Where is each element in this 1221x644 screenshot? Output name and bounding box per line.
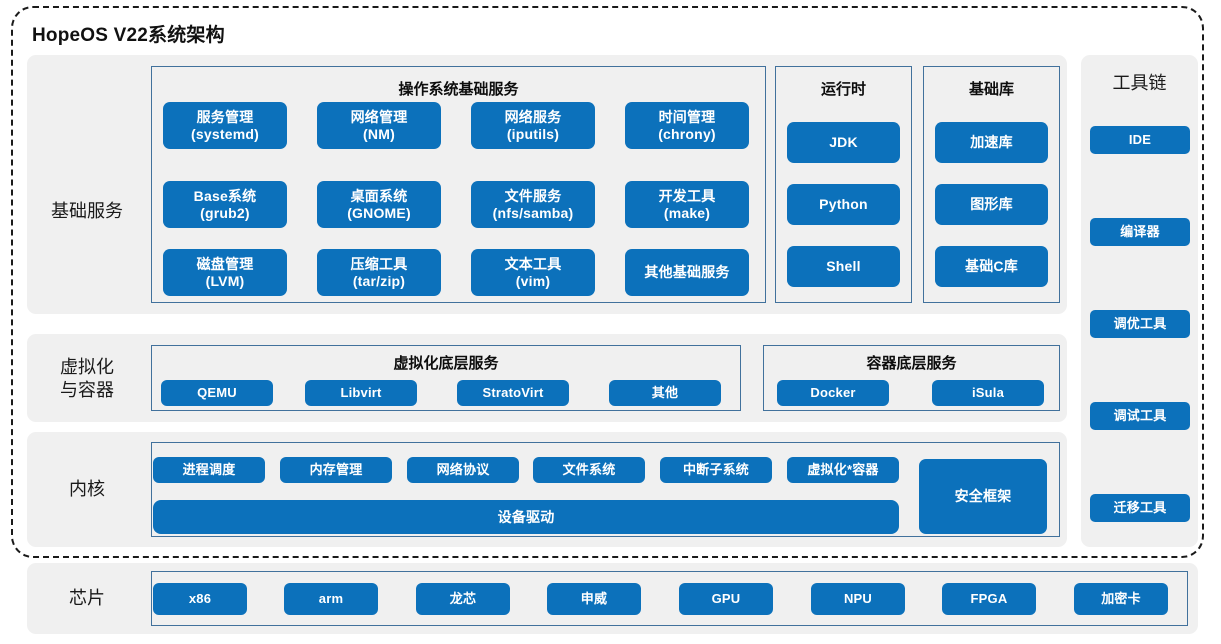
chip-desktop-system[interactable]: 桌面系统 (GNOME) (317, 181, 441, 228)
chip-compiler[interactable]: 编译器 (1090, 218, 1190, 246)
chip-docker[interactable]: Docker (777, 380, 889, 406)
chip-tuning-tools[interactable]: 调优工具 (1090, 310, 1190, 338)
panel-os-basic-services-title: 操作系统基础服务 (398, 81, 519, 98)
panel-runtime-title: 运行时 (820, 81, 866, 98)
chip-network-protocol[interactable]: 网络协议 (407, 457, 519, 483)
section-hardware-chip-label: 芯片 (69, 588, 105, 608)
chip-arm[interactable]: arm (284, 583, 378, 615)
chip-sunway[interactable]: 申威 (547, 583, 641, 615)
chip-interrupt-subsystem[interactable]: 中断子系统 (660, 457, 772, 483)
chip-loongson[interactable]: 龙芯 (416, 583, 510, 615)
chip-other-basic-services[interactable]: 其他基础服务 (625, 249, 749, 296)
page-title: HopeOS V22系统架构 (32, 25, 225, 46)
panel-virtualization-title: 虚拟化底层服务 (393, 355, 499, 372)
chip-file-service[interactable]: 文件服务 (nfs/samba) (471, 181, 595, 228)
panel-container-title: 容器底层服务 (866, 355, 957, 372)
chip-file-system[interactable]: 文件系统 (533, 457, 645, 483)
chip-shell[interactable]: Shell (787, 246, 900, 287)
chip-security-framework[interactable]: 安全框架 (919, 459, 1047, 534)
chip-dev-tools[interactable]: 开发工具 (make) (625, 181, 749, 228)
chip-compression-tools[interactable]: 压缩工具 (tar/zip) (317, 249, 441, 296)
chip-virt-other[interactable]: 其他 (609, 380, 721, 406)
section-toolchain-title: 工具链 (1112, 73, 1167, 93)
chip-memory-management[interactable]: 内存管理 (280, 457, 392, 483)
chip-x86[interactable]: x86 (153, 583, 247, 615)
chip-stratovirt[interactable]: StratoVirt (457, 380, 569, 406)
chip-jdk[interactable]: JDK (787, 122, 900, 163)
chip-virt-container[interactable]: 虚拟化*容器 (787, 457, 899, 483)
section-virtualization-label: 虚拟化 与容器 (60, 357, 114, 400)
chip-network-service[interactable]: 网络服务 (iputils) (471, 102, 595, 149)
chip-base-system[interactable]: Base系统 (grub2) (163, 181, 287, 228)
section-kernel-label: 内核 (69, 479, 105, 499)
chip-fpga[interactable]: FPGA (942, 583, 1036, 615)
chip-debug-tools[interactable]: 调试工具 (1090, 402, 1190, 430)
chip-python[interactable]: Python (787, 184, 900, 225)
chip-ide[interactable]: IDE (1090, 126, 1190, 154)
chip-process-scheduling[interactable]: 进程调度 (153, 457, 265, 483)
chip-qemu[interactable]: QEMU (161, 380, 273, 406)
chip-network-management[interactable]: 网络管理 (NM) (317, 102, 441, 149)
chip-gpu[interactable]: GPU (679, 583, 773, 615)
chip-crypto-card[interactable]: 加密卡 (1074, 583, 1168, 615)
chip-time-management[interactable]: 时间管理 (chrony) (625, 102, 749, 149)
chip-npu[interactable]: NPU (811, 583, 905, 615)
chip-graphics-library[interactable]: 图形库 (935, 184, 1048, 225)
chip-accel-library[interactable]: 加速库 (935, 122, 1048, 163)
chip-isula[interactable]: iSula (932, 380, 1044, 406)
chip-base-c-library[interactable]: 基础C库 (935, 246, 1048, 287)
section-base-services-label: 基础服务 (51, 201, 123, 221)
panel-base-library-title: 基础库 (968, 81, 1014, 98)
chip-service-management[interactable]: 服务管理 (systemd) (163, 102, 287, 149)
chip-migration-tools[interactable]: 迁移工具 (1090, 494, 1190, 522)
chip-libvirt[interactable]: Libvirt (305, 380, 417, 406)
chip-device-driver[interactable]: 设备驱动 (153, 500, 899, 534)
chip-text-tools[interactable]: 文本工具 (vim) (471, 249, 595, 296)
chip-disk-management[interactable]: 磁盘管理 (LVM) (163, 249, 287, 296)
